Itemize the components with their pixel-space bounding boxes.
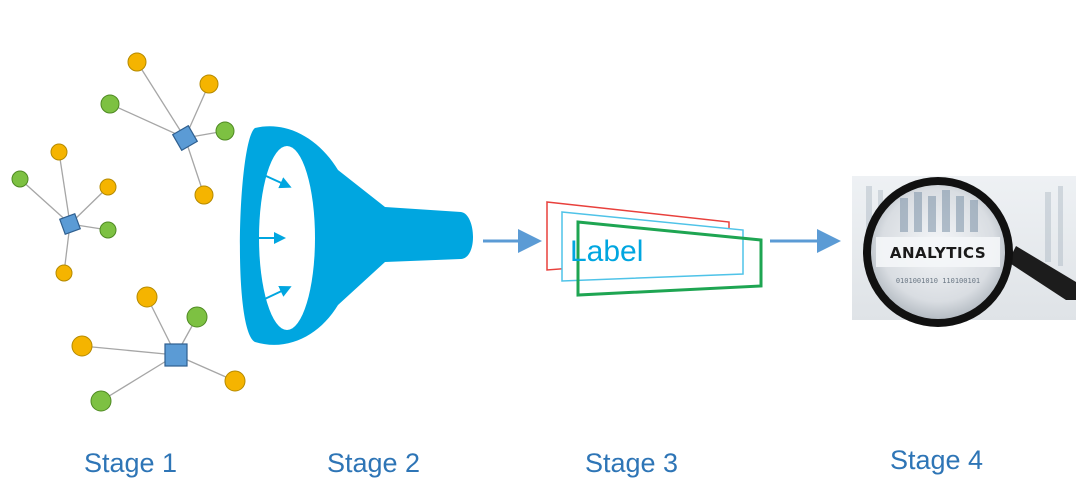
label-text: Label <box>570 235 643 268</box>
node-orange <box>71 335 93 357</box>
node-green <box>100 94 120 114</box>
graph-b <box>19 151 109 274</box>
analytics-text: ANALYTICS <box>890 244 986 262</box>
node-green <box>186 306 208 328</box>
stage-3-label: Stage 3 <box>585 448 678 478</box>
node-orange <box>55 264 73 282</box>
hub-square <box>164 343 188 367</box>
label-cards-icon: Label <box>546 201 763 297</box>
node-orange <box>136 286 158 308</box>
binary-digits: 0101001010 110100101 <box>896 277 980 285</box>
node-orange <box>224 370 246 392</box>
stage-4-label: Stage 4 <box>890 445 983 475</box>
node-orange <box>50 143 68 161</box>
node-orange <box>194 185 214 205</box>
funnel-mouth <box>259 146 315 330</box>
stage-1-label: Stage 1 <box>84 448 177 478</box>
graph-c <box>81 296 236 402</box>
stage-2-label: Stage 2 <box>327 448 420 478</box>
node-orange <box>127 52 147 72</box>
node-green <box>11 170 29 188</box>
node-orange <box>99 178 117 196</box>
network-graphs <box>11 52 246 412</box>
node-green <box>99 221 117 239</box>
funnel-icon <box>239 126 474 345</box>
card-blue <box>561 211 744 282</box>
node-orange <box>199 74 219 94</box>
hub-square <box>171 124 199 152</box>
card-green <box>576 220 763 297</box>
node-green <box>90 390 112 412</box>
analytics-image: ANALYTICS 0101001010 110100101 <box>852 176 1076 327</box>
hub-square <box>58 212 82 236</box>
node-green <box>215 121 235 141</box>
